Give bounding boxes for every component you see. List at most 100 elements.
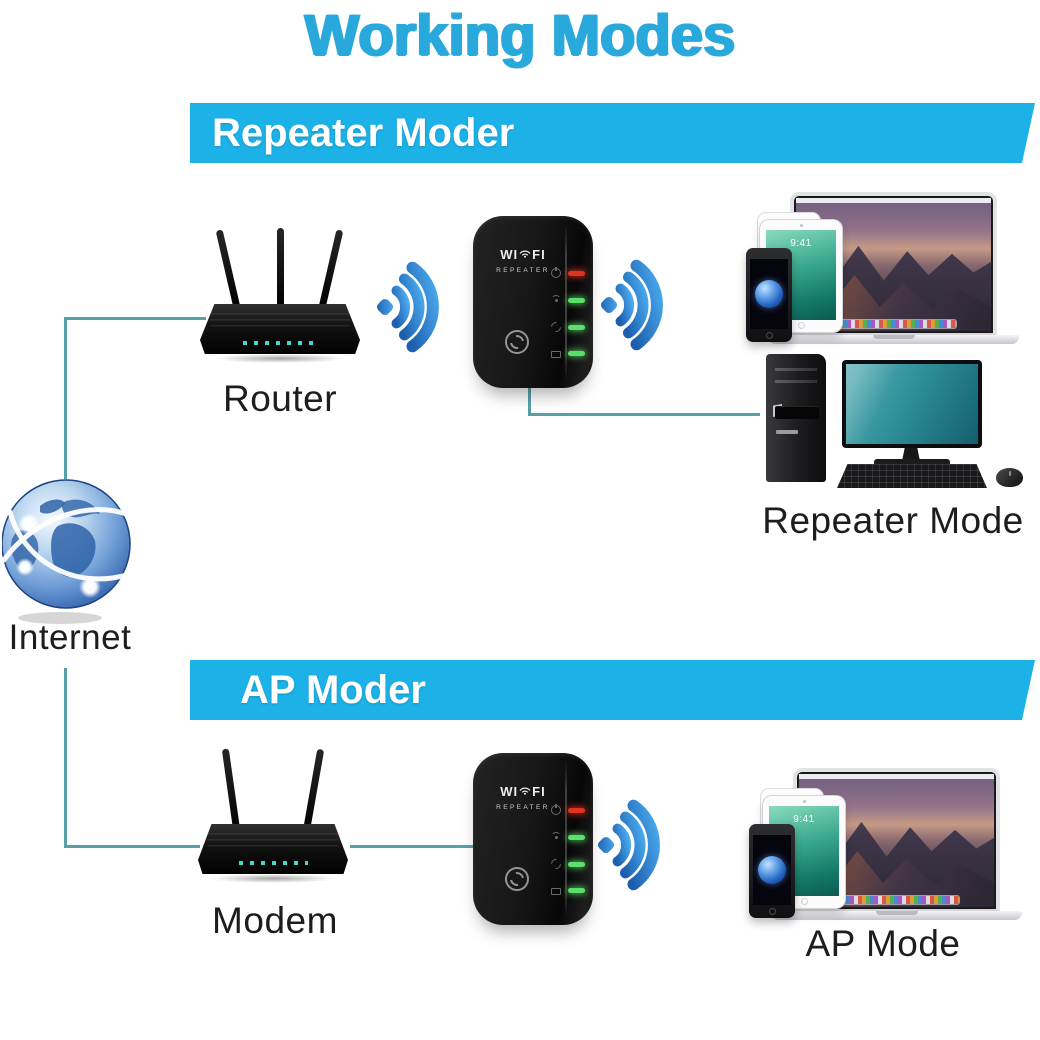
repeater-brand-sub: REPEATER bbox=[496, 267, 550, 274]
lan-icon bbox=[551, 887, 561, 895]
phone-illustration bbox=[746, 248, 792, 342]
wps-button-icon bbox=[505, 867, 529, 891]
wireless-icon bbox=[551, 832, 561, 842]
repeater-brand-left: WI bbox=[500, 247, 519, 262]
router-label: Router bbox=[222, 378, 338, 419]
wireless-icon bbox=[551, 295, 561, 305]
phone-home-button bbox=[768, 908, 776, 915]
laptop-menubar bbox=[799, 774, 994, 779]
banner-repeater-label: Repeater Moder bbox=[212, 111, 515, 155]
laptop-base bbox=[771, 911, 1022, 920]
repeat-icon bbox=[548, 856, 564, 872]
lan-led bbox=[568, 887, 585, 893]
power-icon bbox=[551, 267, 561, 278]
repeater-brand-right: FI bbox=[532, 784, 546, 799]
line-left-to-modem bbox=[64, 845, 200, 848]
modem-label: Modem bbox=[212, 900, 338, 941]
page-title: Working Modes bbox=[304, 3, 736, 68]
phone-earth-wallpaper bbox=[755, 280, 783, 308]
monitor bbox=[842, 360, 982, 448]
banner-ap-label: AP Moder bbox=[240, 668, 426, 712]
pc-tower bbox=[766, 354, 826, 482]
phone-screen bbox=[750, 259, 788, 329]
repeat-led bbox=[568, 861, 585, 867]
internet-globe-icon bbox=[2, 479, 134, 624]
tablet-home-button bbox=[800, 898, 808, 905]
mini-wifi-icon bbox=[519, 250, 531, 258]
modem-antenna-icon bbox=[302, 748, 325, 837]
client-devices-cluster: 9:41 bbox=[748, 768, 1040, 923]
power-led bbox=[568, 807, 585, 813]
keyboard bbox=[837, 464, 987, 488]
phone-illustration bbox=[749, 824, 795, 918]
monitor-screen bbox=[846, 364, 978, 444]
repeater-brand-sub: REPEATER bbox=[496, 804, 550, 811]
router-body bbox=[200, 304, 360, 354]
wifi-repeater-device: WI FI REPEATER bbox=[473, 216, 593, 388]
router-antenna-icon bbox=[277, 228, 284, 310]
tablet-camera bbox=[799, 224, 803, 227]
tower-brand-mark bbox=[776, 430, 798, 434]
lan-led bbox=[568, 350, 585, 356]
router-antenna-icon bbox=[215, 229, 241, 311]
line-left-vertical-top bbox=[64, 317, 67, 479]
monitor-stand bbox=[902, 448, 920, 461]
tablet-home-button bbox=[797, 322, 805, 329]
tablet-clock: 9:41 bbox=[793, 814, 815, 825]
line-repeater-to-desktop bbox=[528, 413, 760, 416]
router-antenna-icon bbox=[318, 229, 344, 311]
tablet-camera bbox=[802, 800, 806, 803]
tablet-clock: 9:41 bbox=[790, 238, 812, 249]
wifi-signal-icon bbox=[597, 799, 660, 891]
banner-ap-mode: AP Moder bbox=[190, 660, 1035, 720]
modem-illustration bbox=[198, 748, 348, 886]
monitor-base bbox=[874, 459, 950, 466]
line-router-to-left bbox=[64, 317, 206, 320]
mini-wifi-icon bbox=[519, 787, 531, 795]
laptop-menubar bbox=[796, 198, 991, 203]
phone-screen bbox=[753, 835, 791, 905]
phone-earth-wallpaper bbox=[758, 856, 786, 884]
repeater-brand: WI FI REPEATER bbox=[483, 248, 563, 277]
repeater-brand-right: FI bbox=[532, 247, 546, 262]
router-shadow bbox=[212, 354, 348, 363]
modem-led-row bbox=[238, 861, 308, 865]
repeat-icon bbox=[548, 319, 564, 335]
modem-shadow bbox=[210, 874, 336, 883]
ap-mode-label: AP Mode bbox=[805, 923, 961, 964]
repeater-led-column bbox=[548, 267, 585, 358]
line-modem-to-repeater bbox=[350, 845, 474, 848]
wireless-led bbox=[568, 297, 585, 303]
repeater-mode-label: Repeater Mode bbox=[762, 500, 1024, 541]
line-repeater-down bbox=[528, 386, 531, 416]
tower-bay bbox=[775, 406, 819, 419]
line-left-vertical-bottom bbox=[64, 668, 67, 848]
router-illustration bbox=[200, 228, 360, 366]
router-led-row bbox=[243, 341, 317, 345]
laptop-base bbox=[768, 335, 1019, 344]
client-devices-cluster: 9:41 bbox=[745, 192, 1040, 347]
internet-label: Internet bbox=[8, 618, 132, 657]
lan-icon bbox=[551, 350, 561, 358]
mouse bbox=[996, 468, 1023, 487]
power-icon bbox=[551, 804, 561, 815]
wps-button-icon bbox=[505, 330, 529, 354]
repeater-led-column bbox=[548, 804, 585, 895]
modem-antenna-icon bbox=[221, 748, 241, 837]
wireless-led bbox=[568, 834, 585, 840]
wifi-signal-icon bbox=[600, 259, 663, 351]
banner-repeater-mode: Repeater Moder bbox=[190, 103, 1035, 163]
desktop-pc-illustration bbox=[742, 352, 1040, 494]
power-led bbox=[568, 270, 585, 276]
laptop-dock bbox=[834, 896, 959, 904]
modem-body bbox=[198, 824, 348, 874]
repeat-led bbox=[568, 324, 585, 330]
tower-drive-slot bbox=[775, 368, 817, 371]
wifi-signal-icon bbox=[376, 261, 439, 353]
laptop-dock bbox=[831, 320, 956, 328]
tower-drive-slot bbox=[775, 380, 817, 383]
phone-home-button bbox=[765, 332, 773, 339]
